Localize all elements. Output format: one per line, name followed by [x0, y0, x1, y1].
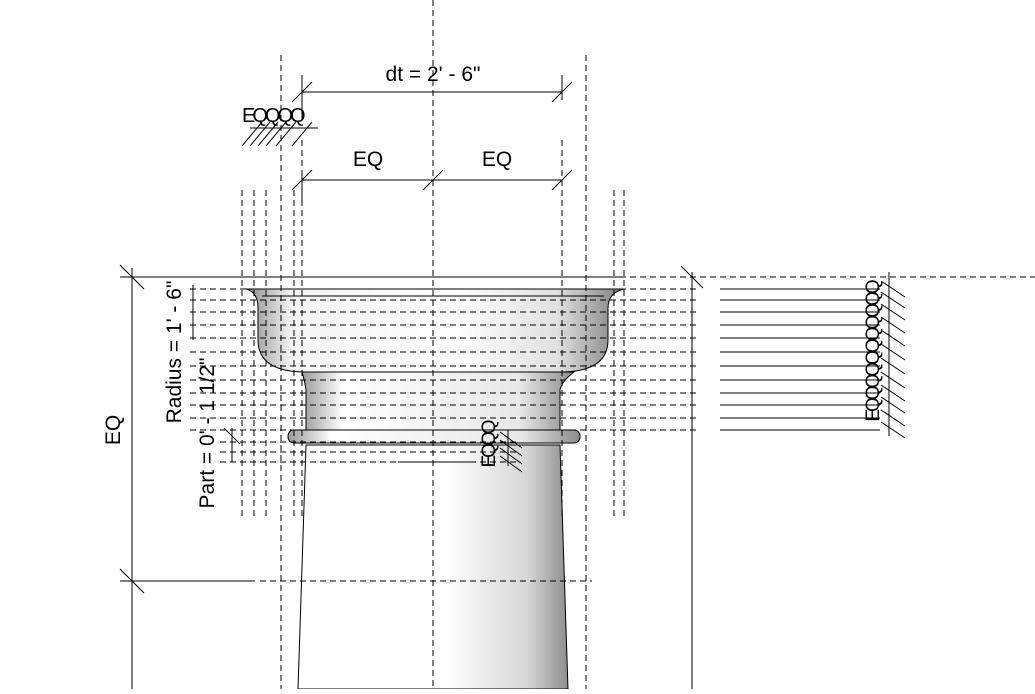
- part-label[interactable]: Part = 0' - 1 1/2": [196, 358, 219, 509]
- eq-top-left-label[interactable]: EQQQQ: [242, 105, 308, 127]
- dt-label[interactable]: dt = 2' - 6": [386, 63, 481, 86]
- radius-label[interactable]: Radius = 1' - 6": [163, 281, 186, 424]
- eq-right-label[interactable]: EQ: [482, 148, 512, 171]
- eq-vertical-left-label[interactable]: EQ: [102, 415, 125, 445]
- radius-part-leaders: [192, 285, 470, 463]
- right-extension-lines: [680, 265, 906, 689]
- eq-right-label-vertical[interactable]: EQQQQQQQQQQQ: [863, 280, 884, 421]
- capital-echinus[interactable]: [245, 288, 626, 373]
- reference-planes-vertical: [241, 0, 625, 689]
- eq-top-left-dimension: [241, 121, 318, 147]
- capital-neck[interactable]: [301, 371, 576, 431]
- eq-eq-dimension: [291, 169, 573, 200]
- dt-dimension: [291, 75, 573, 120]
- eq-mid-label[interactable]: EQQQ: [479, 420, 500, 467]
- eq-left-label[interactable]: EQ: [353, 148, 383, 171]
- left-eq-dimension: [119, 264, 255, 689]
- eq-mid-dimension: [499, 430, 523, 473]
- astragal-ring[interactable]: [287, 429, 581, 444]
